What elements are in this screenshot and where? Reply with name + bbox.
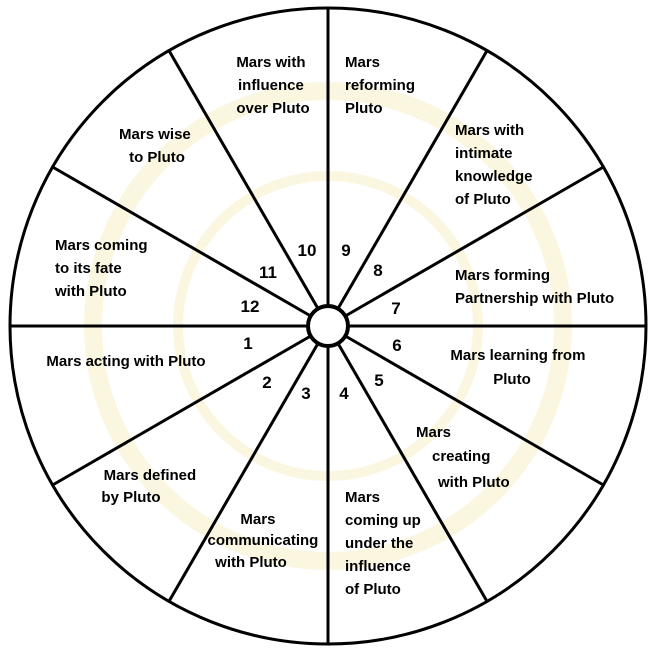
house-number-12: 12 — [241, 297, 260, 316]
house-divider-line — [51, 334, 312, 487]
house-1-label: Mars acting with Pluto — [46, 353, 205, 370]
house-10-label: Mars with influence over Pluto — [236, 54, 309, 117]
house-number-4: 4 — [339, 384, 349, 403]
house-11-label: Mars wise to Pluto — [119, 126, 195, 166]
house-divider-line — [344, 334, 605, 487]
house-divider-line — [336, 342, 489, 603]
house-3-label: Mars communicating with Pluto — [207, 511, 322, 571]
house-number-8: 8 — [373, 261, 382, 280]
house-5-label: Mars creating with Pluto — [416, 424, 510, 491]
house-8-label: Mars with intimate knowledge of Pluto — [455, 122, 537, 208]
house-number-1: 1 — [243, 334, 252, 353]
house-2-label: Mars defined by Pluto — [101, 467, 200, 506]
house-divider-line — [336, 49, 489, 310]
house-divider-line — [167, 342, 320, 603]
house-number-5: 5 — [374, 371, 383, 390]
house-divider-line — [167, 49, 320, 310]
house-number-11: 11 — [259, 263, 277, 282]
house-6-label: Mars learning from Pluto — [450, 347, 589, 388]
house-divider-line — [51, 165, 312, 318]
house-number-10: 10 — [298, 241, 317, 260]
house-number-6: 6 — [392, 336, 401, 355]
house-divider-line — [344, 165, 605, 318]
house-number-7: 7 — [391, 299, 400, 318]
house-7-label: Mars forming Partnership with Pluto — [455, 267, 614, 307]
house-dividers — [10, 8, 646, 644]
house-9-label: Mars reforming Pluto — [345, 54, 419, 117]
house-number-2: 2 — [262, 373, 271, 392]
house-4-label: Mars coming up under the influence of Pl… — [345, 489, 425, 598]
center-circle — [306, 304, 350, 348]
house-number-3: 3 — [301, 384, 310, 403]
house-number-9: 9 — [341, 241, 350, 260]
house-12-label: Mars coming to its fate with Pluto — [54, 237, 152, 300]
